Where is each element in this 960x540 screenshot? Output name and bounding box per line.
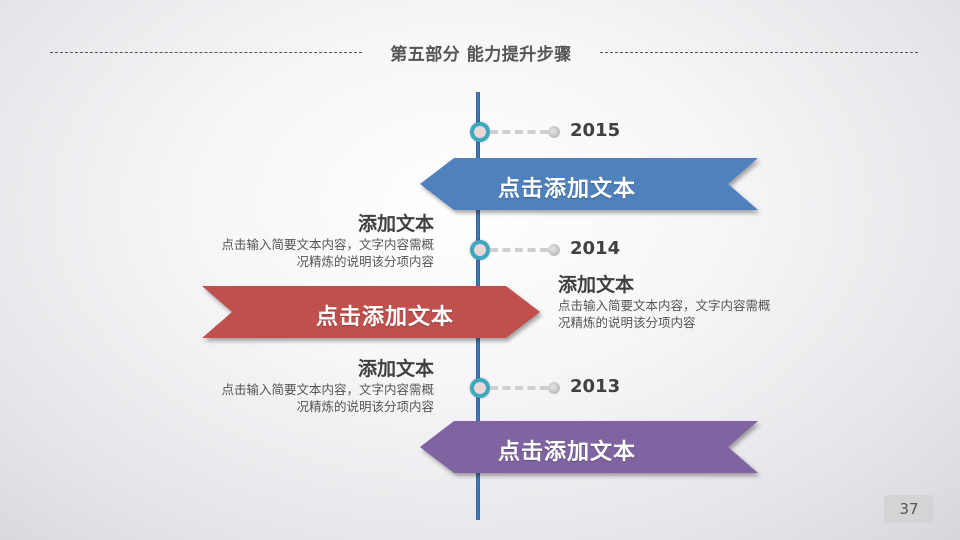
- timeline-marker-2015: 2015: [470, 120, 630, 142]
- timeline-node-icon: [470, 378, 490, 398]
- description-line: 点击输入简要文本内容，文字内容需概: [221, 382, 434, 397]
- ribbon-blue[interactable]: 点击添加文本: [420, 158, 762, 214]
- description-line: 况精炼的说明该分项内容: [296, 254, 434, 269]
- timeline-marker-2014: 2014: [470, 238, 630, 260]
- description-title: 添加文本: [357, 213, 434, 235]
- description-line: 点击输入简要文本内容，文字内容需概: [558, 298, 771, 313]
- description-block: 添加文本 点击输入简要文本内容，文字内容需概 况精炼的说明该分项内容: [150, 354, 434, 415]
- header-divider-left: [50, 52, 362, 53]
- timeline-node-icon: [470, 240, 490, 260]
- year-label: 2014: [570, 238, 621, 259]
- year-label: 2015: [570, 120, 621, 141]
- ribbon-red[interactable]: 点击添加文本: [202, 286, 544, 342]
- timeline-node-icon: [470, 122, 490, 142]
- endpoint-dot-icon: [548, 244, 560, 256]
- description-line: 况精炼的说明该分项内容: [558, 315, 696, 330]
- description-title: 添加文本: [558, 274, 635, 296]
- ribbon-label: 点击添加文本: [498, 440, 637, 465]
- ribbon-arrow-right-shape: [202, 286, 540, 338]
- dashed-connector: [490, 130, 548, 134]
- page-title: 第五部分 能力提升步骤: [390, 45, 572, 65]
- endpoint-dot-icon: [548, 382, 560, 394]
- dashed-connector: [490, 386, 548, 390]
- ribbon-arrow-left-shape: [420, 421, 758, 473]
- page-number: 37: [884, 495, 934, 523]
- ribbon-label: 点击添加文本: [316, 305, 455, 330]
- description-block: 添加文本 点击输入简要文本内容，文字内容需概 况精炼的说明该分项内容: [150, 209, 434, 270]
- description-line: 点击输入简要文本内容，文字内容需概: [221, 237, 434, 252]
- ribbon-purple[interactable]: 点击添加文本: [420, 421, 762, 477]
- year-label: 2013: [570, 376, 621, 397]
- timeline-marker-2013: 2013: [470, 376, 630, 398]
- ribbon-arrow-left-shape: [420, 158, 758, 210]
- description-block: 添加文本 点击输入简要文本内容，文字内容需概 况精炼的说明该分项内容: [558, 270, 848, 331]
- ribbon-label: 点击添加文本: [498, 177, 637, 202]
- endpoint-dot-icon: [548, 126, 560, 138]
- description-title: 添加文本: [357, 358, 434, 380]
- dashed-connector: [490, 248, 548, 252]
- header-divider-right: [600, 52, 918, 53]
- description-line: 况精炼的说明该分项内容: [296, 399, 434, 414]
